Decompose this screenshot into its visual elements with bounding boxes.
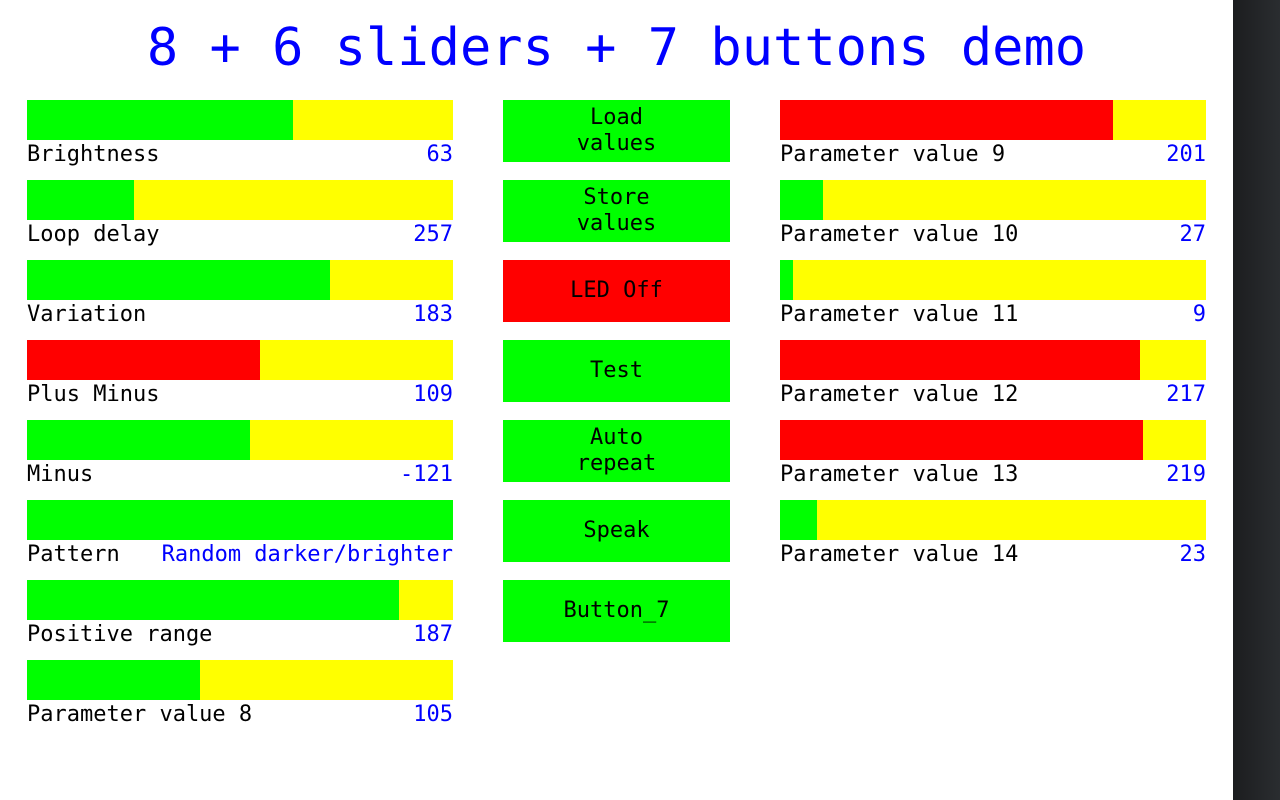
- slider-parameter-value-13: Parameter value 13 219: [780, 420, 1206, 490]
- slider-value: 217: [1166, 382, 1206, 407]
- slider-variation: Variation 183: [27, 260, 453, 330]
- slider-fill: [27, 420, 251, 460]
- slider-fill: [780, 420, 1143, 460]
- page-title: 8 + 6 sliders + 7 buttons demo: [146, 18, 1087, 78]
- slider-track[interactable]: [780, 340, 1206, 380]
- slider-label: Parameter value 11: [780, 302, 1019, 327]
- slider-fill: [27, 340, 261, 380]
- slider-plus-minus: Plus Minus 109: [27, 340, 453, 410]
- slider-track[interactable]: [27, 180, 453, 220]
- slider-fill: [27, 660, 200, 700]
- system-side-bar: [1233, 0, 1280, 800]
- slider-track[interactable]: [27, 500, 453, 540]
- store-values-button[interactable]: Store values: [503, 180, 730, 242]
- slider-fill: [27, 180, 134, 220]
- slider-label: Parameter value 8: [27, 702, 253, 727]
- slider-parameter-value-9: Parameter value 9 201: [780, 100, 1206, 170]
- slider-fill: [27, 580, 399, 620]
- slider-label: Plus Minus: [27, 382, 160, 407]
- slider-value: 23: [1179, 542, 1207, 567]
- slider-track[interactable]: [27, 420, 453, 460]
- slider-positive-range: Positive range 187: [27, 580, 453, 650]
- slider-value: 9: [1192, 302, 1206, 327]
- slider-track[interactable]: [27, 660, 453, 700]
- slider-value: 257: [413, 222, 453, 247]
- auto-repeat-button[interactable]: Auto repeat: [503, 420, 730, 482]
- load-values-button[interactable]: Load values: [503, 100, 730, 162]
- slider-value: 105: [413, 702, 453, 727]
- slider-track[interactable]: [780, 500, 1206, 540]
- slider-track[interactable]: [780, 420, 1206, 460]
- slider-track[interactable]: [780, 100, 1206, 140]
- slider-label: Parameter value 10: [780, 222, 1019, 247]
- speak-button[interactable]: Speak: [503, 500, 730, 562]
- slider-loop-delay: Loop delay 257: [27, 180, 453, 250]
- slider-label: Brightness: [27, 142, 160, 167]
- slider-fill: [780, 180, 824, 220]
- slider-value: 183: [413, 302, 453, 327]
- slider-value: -121: [400, 462, 453, 487]
- button-7-button[interactable]: Button_7: [503, 580, 730, 642]
- slider-parameter-value-12: Parameter value 12 217: [780, 340, 1206, 410]
- slider-value: 201: [1166, 142, 1206, 167]
- slider-track[interactable]: [780, 260, 1206, 300]
- led-off-button[interactable]: LED Off: [503, 260, 730, 322]
- slider-label: Parameter value 13: [780, 462, 1019, 487]
- slider-fill: [27, 500, 453, 540]
- slider-value: 219: [1166, 462, 1206, 487]
- slider-label: Positive range: [27, 622, 213, 647]
- slider-label: Minus: [27, 462, 94, 487]
- slider-value: 27: [1179, 222, 1207, 247]
- slider-label: Pattern: [27, 542, 120, 567]
- slider-track[interactable]: [27, 580, 453, 620]
- slider-value: Random darker/brighter: [161, 542, 453, 567]
- slider-label: Parameter value 12: [780, 382, 1019, 407]
- slider-parameter-value-14: Parameter value 14 23: [780, 500, 1206, 570]
- slider-fill: [27, 260, 331, 300]
- slider-value: 109: [413, 382, 453, 407]
- slider-label: Parameter value 9: [780, 142, 1006, 167]
- slider-label: Variation: [27, 302, 147, 327]
- slider-track[interactable]: [27, 260, 453, 300]
- slider-fill: [780, 340, 1140, 380]
- slider-track[interactable]: [27, 340, 453, 380]
- slider-track[interactable]: [27, 100, 453, 140]
- slider-value: 63: [426, 142, 454, 167]
- slider-value: 187: [413, 622, 453, 647]
- slider-parameter-value-11: Parameter value 11 9: [780, 260, 1206, 330]
- slider-fill: [780, 100, 1114, 140]
- slider-parameter-value-10: Parameter value 10 27: [780, 180, 1206, 250]
- slider-parameter-value-8: Parameter value 8 105: [27, 660, 453, 730]
- slider-brightness: Brightness 63: [27, 100, 453, 170]
- slider-fill: [780, 260, 793, 300]
- slider-track[interactable]: [780, 180, 1206, 220]
- slider-label: Loop delay: [27, 222, 160, 247]
- slider-label: Parameter value 14: [780, 542, 1019, 567]
- slider-pattern: Pattern Random darker/brighter: [27, 500, 453, 570]
- slider-fill: [780, 500, 818, 540]
- test-button[interactable]: Test: [503, 340, 730, 402]
- slider-fill: [27, 100, 294, 140]
- slider-minus: Minus -121: [27, 420, 453, 490]
